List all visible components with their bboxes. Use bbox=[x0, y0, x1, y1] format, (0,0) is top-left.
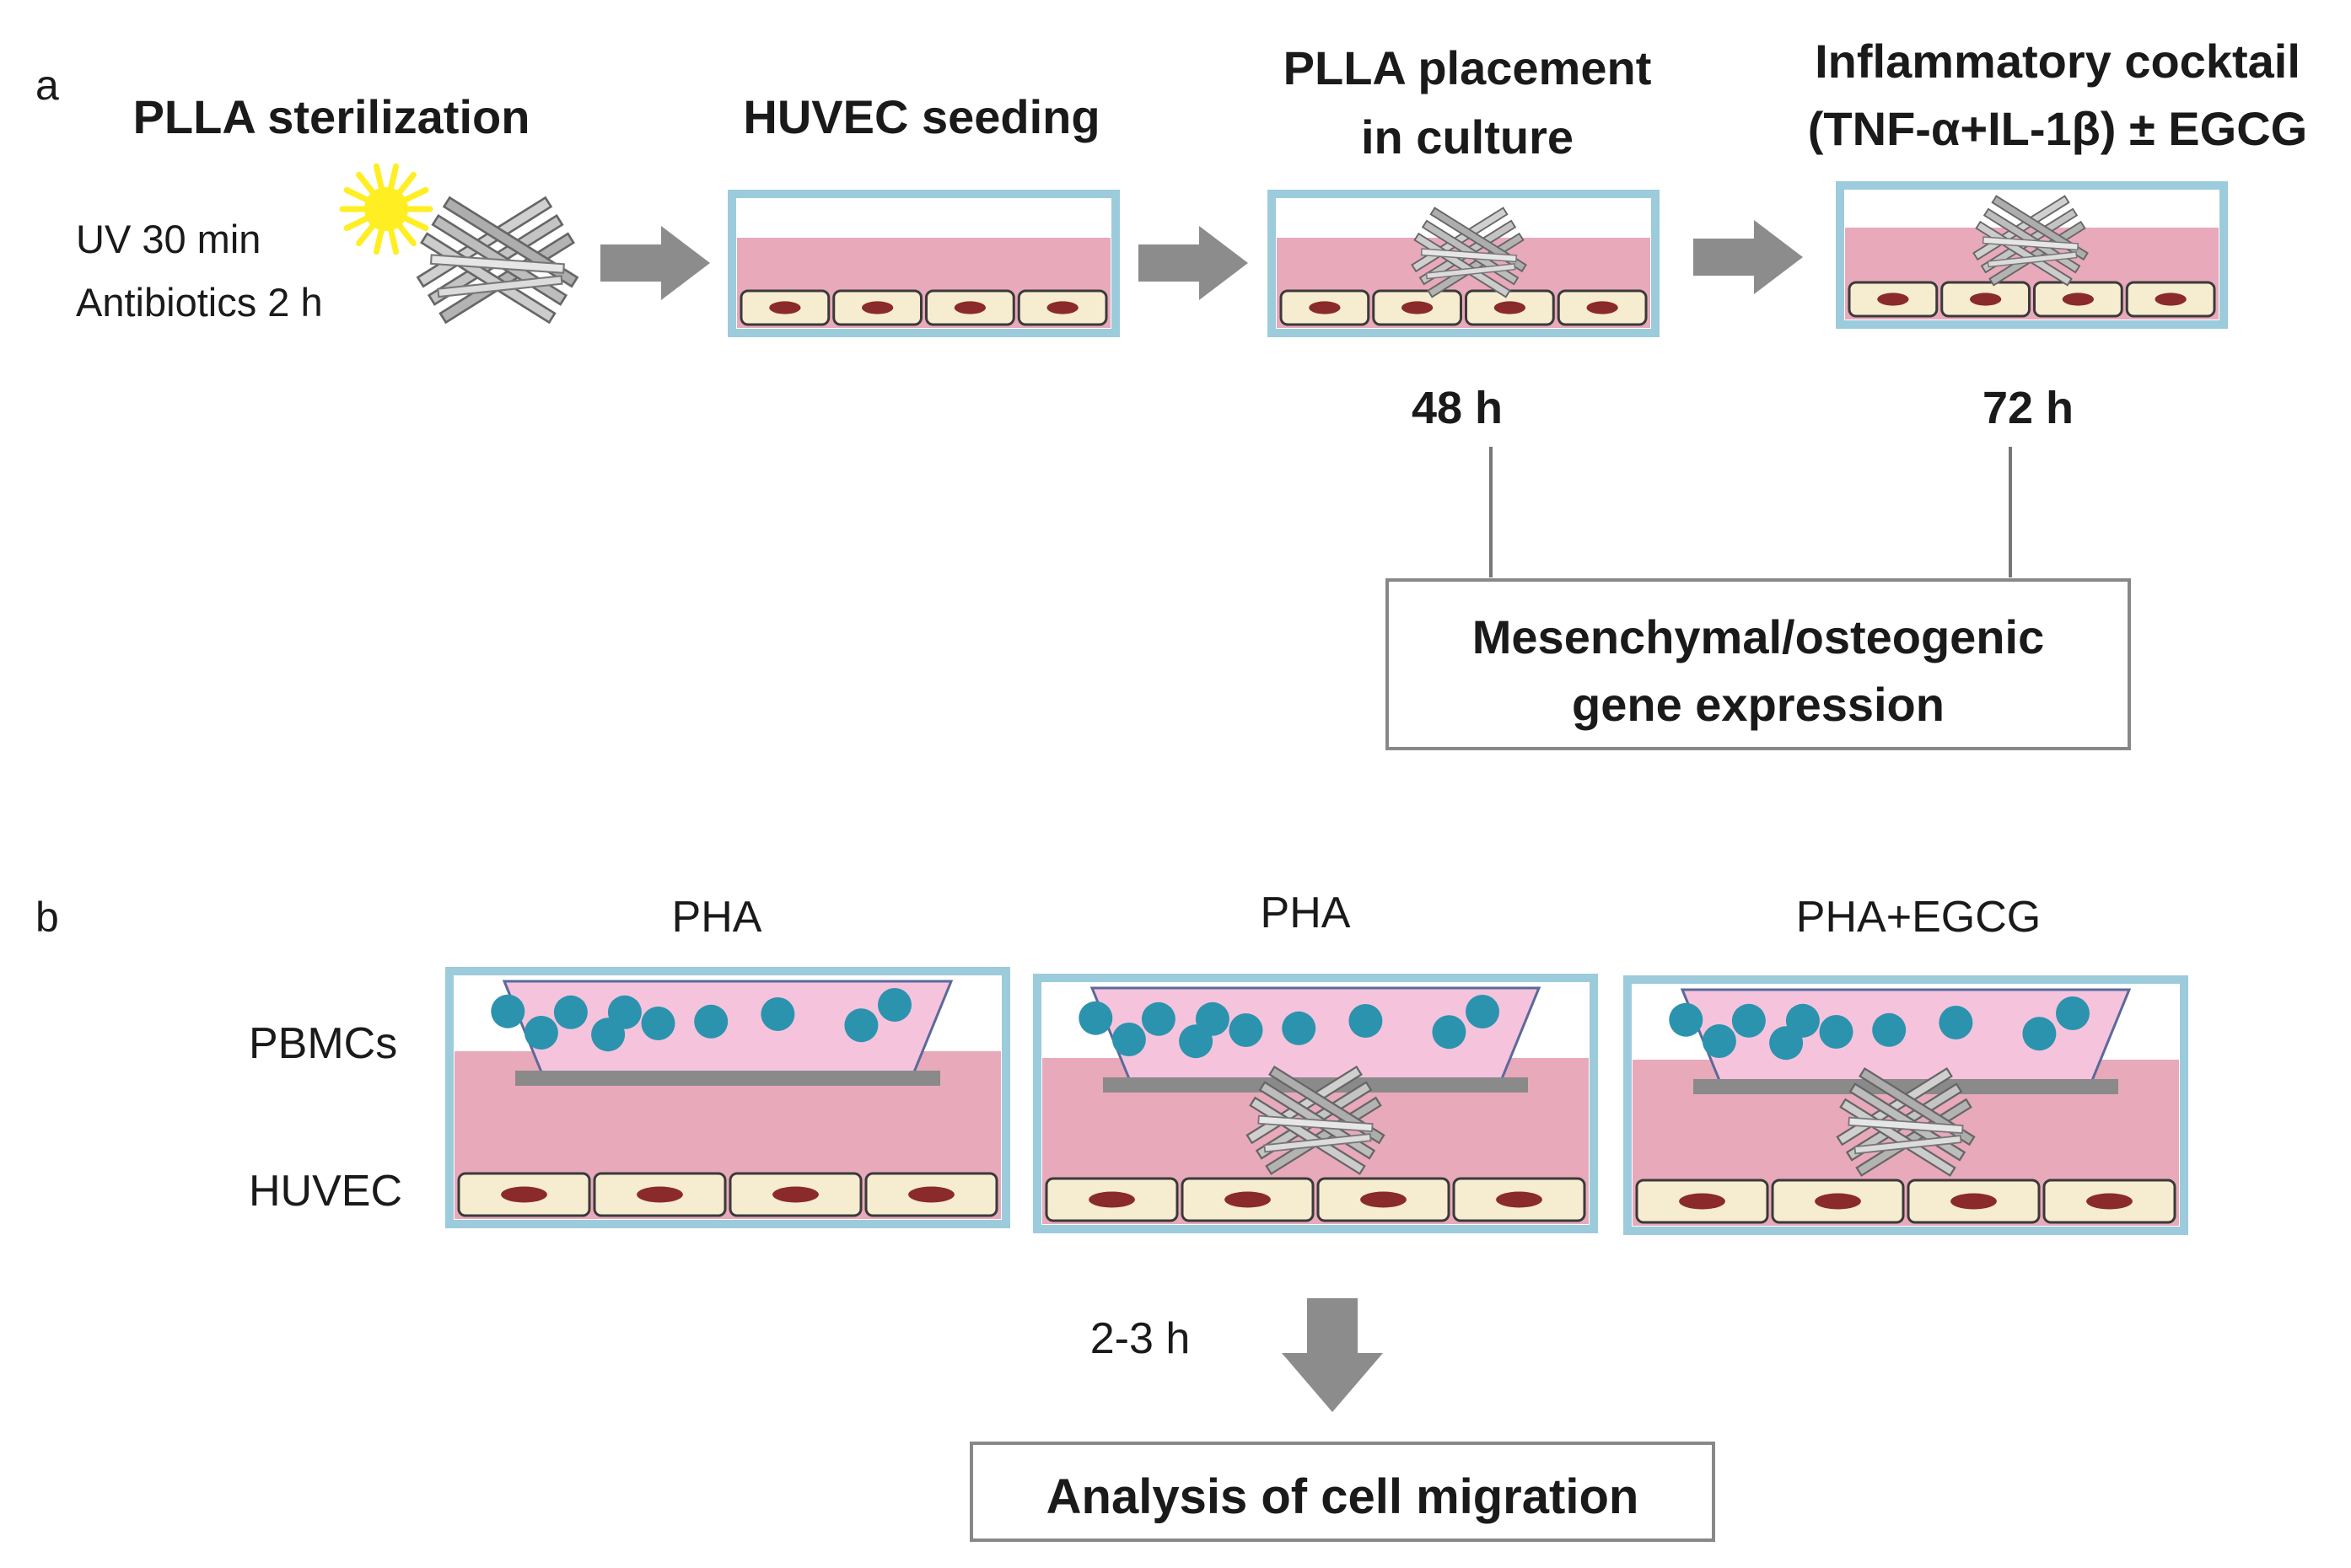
pbmc-cell bbox=[761, 997, 795, 1031]
step3-title-line2: in culture bbox=[1361, 110, 1574, 164]
cell-migration-text: Analysis of cell migration bbox=[1046, 1469, 1639, 1524]
pbmc-cell bbox=[1079, 1001, 1113, 1035]
step1-uv-text: UV 30 min bbox=[76, 217, 261, 261]
cell-nucleus bbox=[2062, 293, 2095, 306]
cell-nucleus bbox=[1493, 301, 1526, 314]
step1-antibiotics-text: Antibiotics 2 h bbox=[76, 280, 323, 325]
inflammatory-well bbox=[1836, 181, 2228, 329]
pbmc-cell bbox=[1111, 1023, 1146, 1056]
cell-nucleus bbox=[1309, 301, 1341, 314]
cell-nucleus bbox=[769, 301, 801, 314]
pbmc-cell bbox=[1731, 1003, 1766, 1038]
time-48h: 48 h bbox=[1412, 383, 1503, 433]
pbmc-cell bbox=[1229, 1013, 1263, 1047]
cell-nucleus bbox=[1360, 1191, 1407, 1208]
insert-membrane bbox=[1693, 1079, 2118, 1094]
arrow-right-icon bbox=[600, 226, 710, 300]
arrow-right-icon bbox=[1138, 226, 1248, 300]
insert-membrane bbox=[515, 1071, 940, 1086]
down-arrow-icon bbox=[1282, 1298, 1383, 1412]
pbmc-cell bbox=[878, 988, 912, 1022]
pbmc-cell bbox=[694, 1004, 729, 1039]
cell-nucleus bbox=[637, 1186, 683, 1203]
huvec-row-label: HUVEC bbox=[249, 1167, 402, 1216]
cell-nucleus bbox=[1046, 301, 1079, 314]
pbmc-cell bbox=[2022, 1017, 2057, 1051]
insert-membrane bbox=[1103, 1077, 1528, 1093]
cell-nucleus bbox=[1815, 1193, 1861, 1210]
cell-nucleus bbox=[954, 301, 987, 314]
panel-a-label: a bbox=[35, 62, 59, 109]
pbmc-cell bbox=[1702, 1024, 1736, 1058]
pla-scaffold-icon bbox=[417, 196, 578, 324]
gene-expression-line2: gene expression bbox=[1572, 678, 1945, 731]
cell-nucleus bbox=[501, 1186, 547, 1203]
cell-nucleus bbox=[1586, 301, 1618, 314]
cell-nucleus bbox=[1496, 1191, 1542, 1208]
cell-nucleus bbox=[1679, 1193, 1725, 1210]
pbmcs-row-label: PBMCs bbox=[249, 1019, 397, 1068]
step3-title-line1: PLLA placement bbox=[1283, 41, 1652, 94]
pla-placement-well bbox=[1267, 190, 1660, 337]
step1-title: PLLA sterilization bbox=[133, 90, 530, 143]
pbmc-cell bbox=[607, 995, 642, 1029]
pbmc-cell bbox=[1669, 1002, 1703, 1037]
condition-label-1: PHA bbox=[672, 893, 762, 942]
pbmc-cell bbox=[553, 995, 588, 1029]
pbmc-cell bbox=[641, 1007, 675, 1040]
migration-time: 2-3 h bbox=[1090, 1314, 1191, 1363]
cell-nucleus bbox=[1224, 1191, 1271, 1208]
pbmc-cell bbox=[524, 1016, 558, 1050]
panel-b-label: b bbox=[35, 894, 59, 941]
pbmc-cell bbox=[1195, 1001, 1229, 1036]
sun-icon bbox=[339, 163, 433, 255]
condition-label-2: PHA bbox=[1261, 889, 1351, 937]
pbmc-cell bbox=[1872, 1012, 1907, 1047]
step4-title-line2: (TNF-α+IL-1β) ± EGCG bbox=[1808, 102, 2307, 155]
cell-nucleus bbox=[1877, 293, 1909, 306]
cell-nucleus bbox=[1950, 1193, 1997, 1210]
gene-expression-box bbox=[1385, 578, 2131, 750]
gene-expression-line1: Mesenchymal/osteogenic bbox=[1472, 610, 2044, 663]
arrow-right-icon bbox=[1693, 220, 1803, 294]
pbmc-cell bbox=[844, 1008, 879, 1043]
cell-nucleus bbox=[908, 1186, 955, 1203]
cell-migration-box bbox=[970, 1442, 1715, 1542]
cell-nucleus bbox=[1089, 1191, 1135, 1208]
pbmc-cell bbox=[1466, 995, 1499, 1028]
pbmc-cell bbox=[2056, 996, 2090, 1030]
pbmc-cell bbox=[1348, 1004, 1383, 1038]
step2-title: HUVEC seeding bbox=[743, 90, 1100, 143]
pbmc-cell bbox=[491, 994, 525, 1028]
pbmc-cell bbox=[1141, 1001, 1176, 1036]
pbmc-cell bbox=[1432, 1015, 1466, 1050]
pbmc-cell bbox=[1819, 1015, 1853, 1049]
cell-nucleus bbox=[772, 1186, 819, 1203]
cell-nucleus bbox=[2086, 1193, 2133, 1210]
pbmc-cell bbox=[1282, 1011, 1316, 1045]
condition-label-3: PHA+EGCG bbox=[1796, 893, 2041, 942]
cell-nucleus bbox=[861, 301, 894, 314]
cell-nucleus bbox=[1401, 301, 1434, 314]
cell-nucleus bbox=[1969, 293, 2002, 306]
pbmc-cell bbox=[1939, 1006, 1973, 1039]
time-72h: 72 h bbox=[1982, 383, 2074, 433]
huvec-culture-well bbox=[728, 190, 1120, 337]
pbmc-cell bbox=[1785, 1003, 1820, 1038]
step4-title-line1: Inflammatory cocktail bbox=[1815, 35, 2300, 88]
cell-nucleus bbox=[2155, 293, 2187, 306]
